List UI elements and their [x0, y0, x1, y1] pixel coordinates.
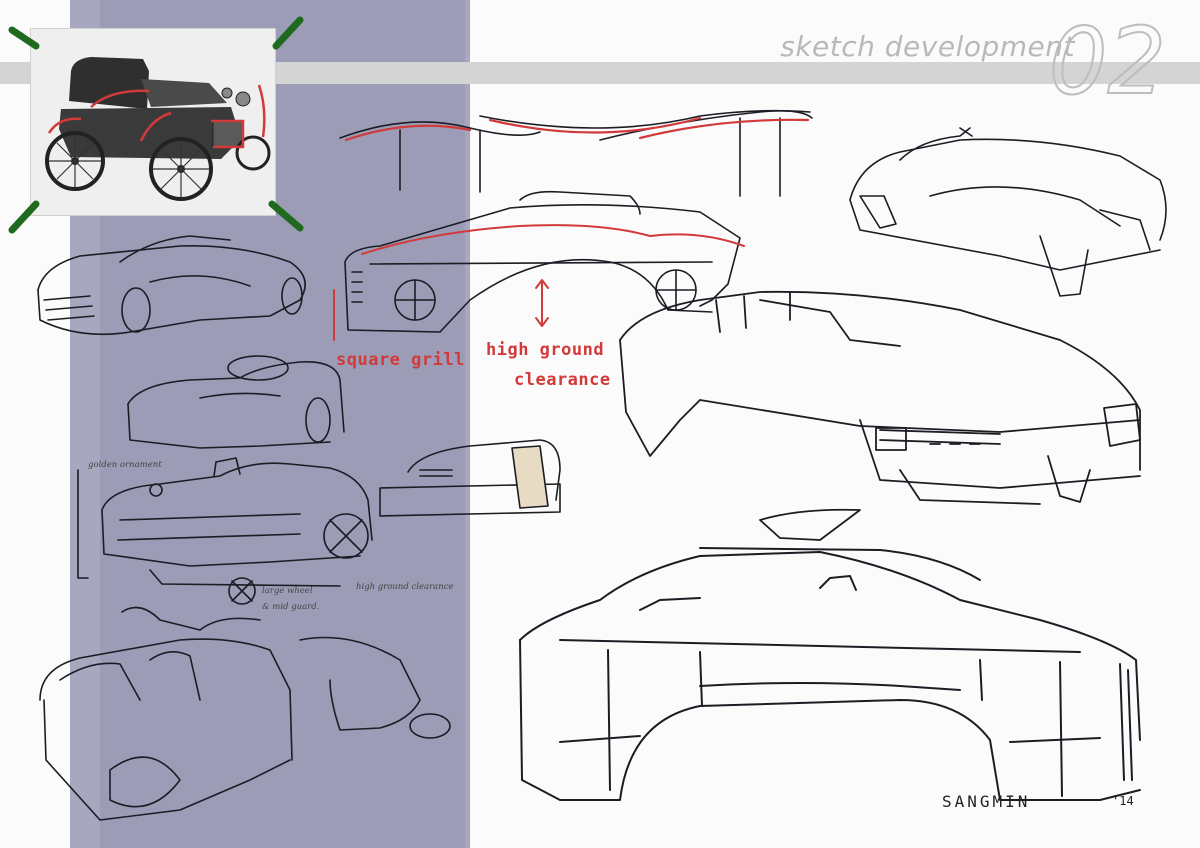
reference-photo	[30, 28, 276, 216]
crop-mark-bottom-left	[8, 200, 40, 234]
three-quarter-sketch	[849, 127, 1167, 297]
note-square-grill: square grill	[336, 350, 465, 370]
page-title: sketch development	[780, 30, 1075, 63]
concept-sketch-1	[37, 235, 306, 336]
page-number: 02	[1048, 8, 1167, 115]
large-side-sketch	[519, 547, 1141, 801]
note-mid-guard: & mid guard.	[262, 602, 320, 612]
note-high-ground-clearance: high ground clearance	[356, 582, 454, 592]
note-golden-ornament: golden ornament	[88, 460, 162, 470]
open-concept-sketch	[39, 606, 451, 821]
signature-year: '14	[1112, 794, 1134, 808]
antique-car-illustration	[31, 29, 275, 215]
crop-mark-top-right	[272, 16, 304, 50]
note-large-wheel: large wheel	[262, 586, 313, 596]
concept-sketch-2	[127, 355, 345, 449]
concept-sketch-3	[77, 457, 373, 605]
artist-signature: SANGMIN	[942, 792, 1031, 811]
roof-curve-study	[339, 109, 813, 197]
side-view-sketch	[344, 190, 741, 333]
crop-mark-bottom-right	[268, 200, 304, 232]
note-clearance: clearance	[514, 370, 611, 390]
crop-mark-top-left	[8, 26, 40, 50]
title-bar	[0, 62, 1200, 84]
front-quarter-sketch	[619, 290, 1141, 541]
note-high-ground: high ground	[486, 340, 605, 360]
detail-sketch	[379, 439, 561, 517]
